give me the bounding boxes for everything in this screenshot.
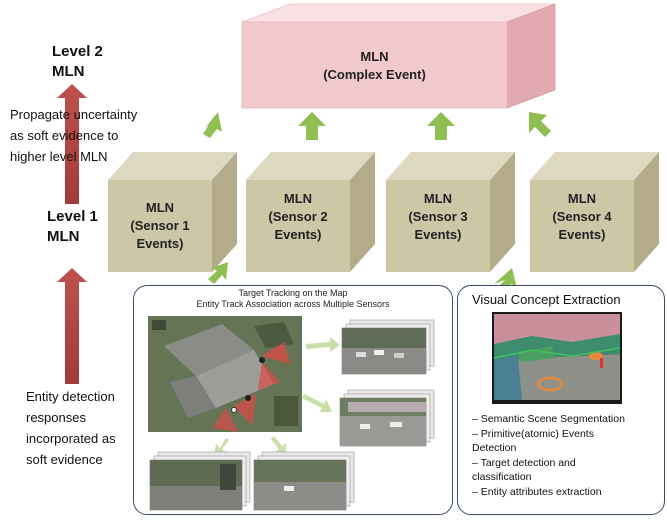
complex-event-label: MLN(Complex Event) <box>323 49 426 82</box>
vc-item-6: – Entity attributes extraction <box>472 485 602 498</box>
tracking-illustration <box>148 316 435 511</box>
vc-item-5: classification <box>472 471 532 483</box>
visual-concept-panel: Visual Concept Extraction – Semantic Sce… <box>457 285 665 515</box>
tracking-caption: Target Tracking on the Map Entity Track … <box>196 288 390 309</box>
camera-frames-2 <box>339 389 435 447</box>
green-arrow-1 <box>203 112 222 138</box>
vc-item-2: – Primitive(atomic) Events <box>472 427 594 440</box>
sensor-box-3 <box>386 152 515 272</box>
red-arrow-lower <box>57 268 87 384</box>
camera-frames-1 <box>341 319 435 375</box>
propagate-note: Propagate uncertainty as soft evidence t… <box>10 107 138 164</box>
green-arrow-2 <box>298 112 326 140</box>
camera-frames-3 <box>149 451 251 511</box>
sensor-box-2 <box>246 152 375 272</box>
vc-item-1: – Semantic Scene Segmentation <box>472 413 625 425</box>
tracking-panel: Target Tracking on the Map Entity Track … <box>133 285 453 515</box>
segmentation-image <box>492 312 622 404</box>
vc-item-3: Detection <box>472 442 517 454</box>
red-arrow-upper <box>57 84 87 204</box>
complex-event-box <box>241 3 556 109</box>
entity-note: Entity detection responses incorporated … <box>26 389 116 467</box>
visual-concept-title: Visual Concept Extraction <box>472 292 621 307</box>
visual-concept-list: – Semantic Scene Segmentation – Primitiv… <box>472 412 625 499</box>
green-arrow-4 <box>529 112 551 137</box>
camera-frames-4 <box>253 451 355 511</box>
sensor-box-4 <box>530 152 659 272</box>
sensor-box-1 <box>108 152 237 272</box>
green-arrow-3 <box>427 112 455 140</box>
vc-item-4: – Target detection and <box>472 456 576 469</box>
aerial-map <box>148 316 302 432</box>
green-arrow-5 <box>208 262 228 284</box>
